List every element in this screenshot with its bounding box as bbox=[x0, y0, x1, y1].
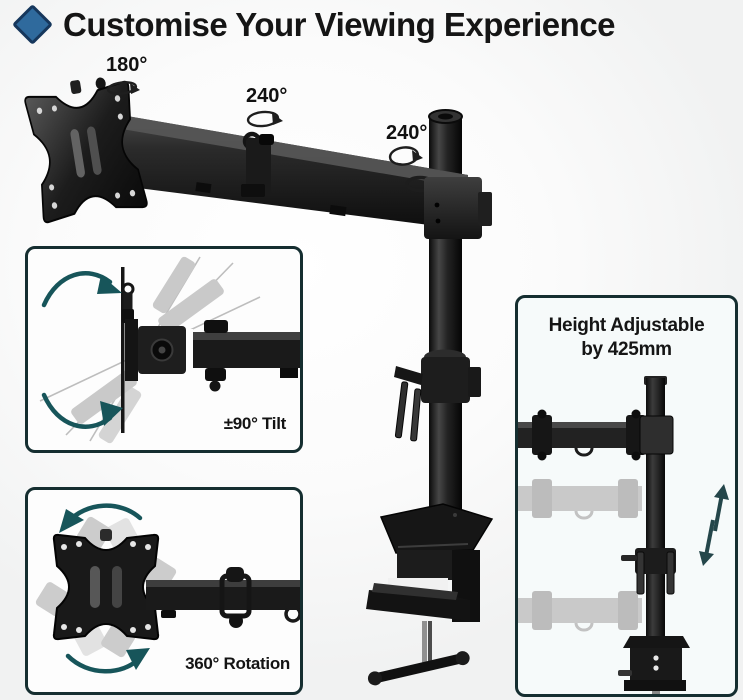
page-title: Customise Your Viewing Experience bbox=[63, 6, 616, 43]
desk-clamp-small bbox=[618, 636, 690, 694]
vesa-plate bbox=[24, 77, 148, 224]
tilt-caption: ±90° Tilt bbox=[223, 414, 287, 433]
rotation-caption: 360° Rotation bbox=[185, 654, 290, 673]
tilt-illustration bbox=[39, 256, 300, 444]
locking-collar bbox=[621, 548, 676, 595]
height-adjust-collar bbox=[394, 349, 481, 442]
ghost-position-mid bbox=[518, 479, 642, 520]
elbow-joint bbox=[241, 131, 274, 197]
rotation-illustration bbox=[35, 503, 300, 674]
pole-collar bbox=[405, 175, 492, 239]
monitor-edge bbox=[121, 267, 125, 433]
height-illustration bbox=[518, 376, 729, 694]
angle-label-vesa: 180° bbox=[106, 54, 148, 76]
clamp-screw-handle bbox=[367, 651, 470, 686]
arm bbox=[110, 113, 468, 230]
height-inset-panel: Height Adjustable by 425mm bbox=[515, 295, 738, 697]
curved-arrow-icon bbox=[41, 271, 122, 308]
height-caption-line1: Height Adjustable bbox=[548, 315, 705, 336]
rotation-ellipse-arrowheads bbox=[130, 83, 423, 162]
up-arrow-icon bbox=[713, 484, 729, 532]
angle-label-pole: 240° bbox=[386, 122, 428, 144]
rotation-inset-panel: 360° Rotation bbox=[25, 487, 303, 695]
tilt-inset-panel: ±90° Tilt bbox=[25, 246, 303, 453]
rotation-arm bbox=[146, 567, 300, 628]
header: Customise Your Viewing Experience bbox=[11, 3, 616, 46]
angle-label-elbow: 240° bbox=[246, 85, 288, 107]
tilt-arm bbox=[193, 320, 300, 392]
ghost-position-low bbox=[518, 591, 642, 632]
diamond-icon bbox=[11, 3, 54, 46]
curved-arrow-icon bbox=[59, 503, 143, 533]
vesa-plate-front bbox=[52, 529, 160, 641]
height-caption: Height Adjustable by 425mm bbox=[518, 314, 735, 362]
height-caption-line2: by 425mm bbox=[581, 339, 672, 360]
curved-arrow-icon bbox=[41, 392, 123, 429]
down-arrow-icon bbox=[699, 519, 715, 566]
ghost-arm-shapes bbox=[71, 256, 224, 444]
curved-arrow-icon bbox=[65, 648, 150, 674]
desk-clamp bbox=[366, 503, 494, 669]
tilt-hinge bbox=[121, 282, 193, 381]
arm-top-position bbox=[518, 409, 674, 461]
